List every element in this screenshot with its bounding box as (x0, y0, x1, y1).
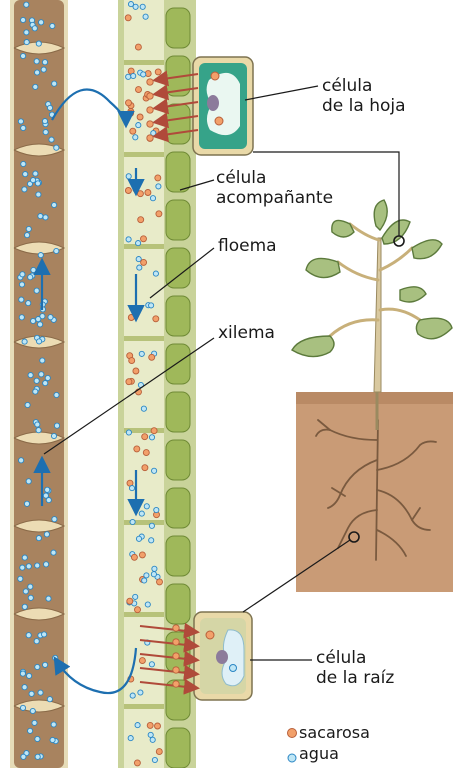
leaf-cell-nucleus (207, 95, 219, 111)
label-xylem: xilema (218, 323, 275, 343)
label-phloem: floema (218, 236, 277, 256)
root-cell (194, 612, 252, 700)
xylem-vessel (10, 0, 68, 768)
label-root-cell: célula de la raíz (316, 648, 394, 688)
label-companion-cell-line2: acompañante (216, 188, 333, 208)
water-legend-icon (286, 752, 298, 764)
phloem-column (118, 0, 196, 768)
leaf-cell (193, 57, 253, 155)
label-leaf-cell: célula de la hoja (322, 76, 406, 116)
legend-sucrose: sacarosa (299, 723, 370, 742)
label-leaf-cell-line2: de la hoja (322, 96, 406, 116)
label-companion-cell-line1: célula (216, 168, 333, 188)
label-root-cell-line1: célula (316, 648, 394, 668)
label-companion-cell: célula acompañante (216, 168, 333, 208)
legend-water: agua (299, 744, 339, 763)
plant-illustration (292, 200, 453, 592)
label-leaf-cell-line1: célula (322, 76, 406, 96)
sucrose-legend-icon (286, 727, 298, 739)
label-root-cell-line2: de la raíz (316, 668, 394, 688)
root-cell-nucleus (216, 650, 228, 664)
